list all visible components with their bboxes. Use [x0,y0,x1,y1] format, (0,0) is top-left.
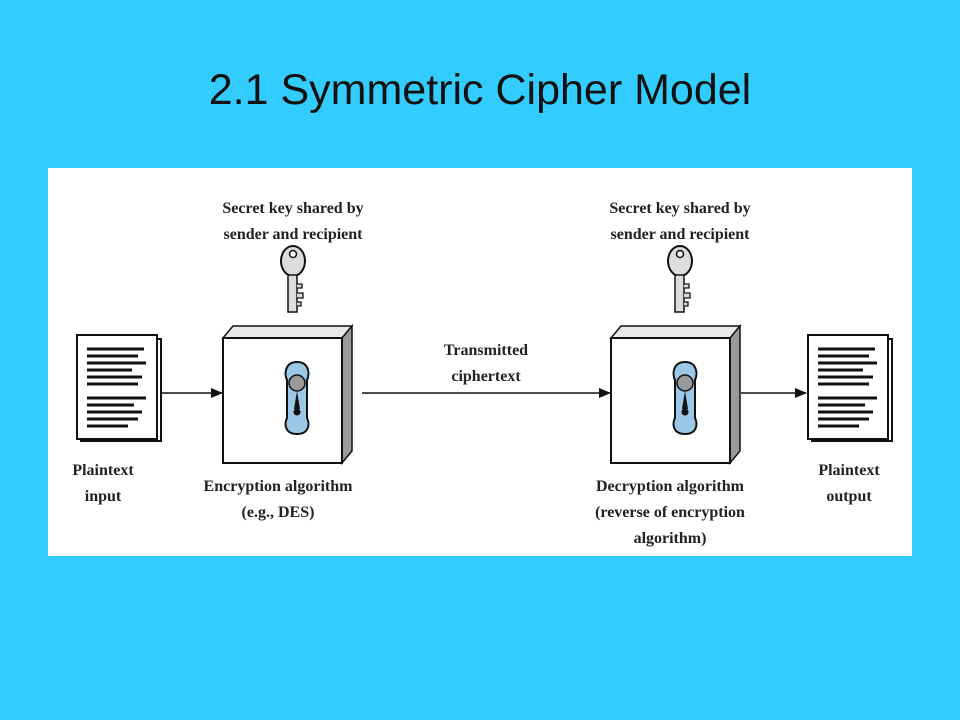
diagram-panel: Secret key shared by sender and recipien… [48,168,912,556]
decryption-box-icon [609,323,742,466]
keyhole-icon [284,360,310,436]
keyhole-icon [672,360,698,436]
slide-title: 2.1 Symmetric Cipher Model [208,66,752,114]
plaintext-output-document-icon [807,334,893,442]
decryption-algorithm-label: Decryption algorithm (reverse of encrypt… [595,478,745,547]
cipher-diagram [76,245,893,466]
encryption-algorithm-label: Encryption algorithm (e.g., DES) [203,478,353,521]
key-icon [280,245,306,313]
plaintext-output-label: Plaintext output [818,462,880,505]
plaintext-input-document-icon [76,334,162,442]
encryption-box-icon [221,323,354,466]
right-key-label: Secret key shared by sender and recipien… [609,200,751,243]
plaintext-input-label: Plaintext input [72,462,134,505]
transmitted-ciphertext-label: Transmitted ciphertext [443,342,529,385]
key-icon [667,245,693,313]
left-key-label: Secret key shared by sender and recipien… [222,200,364,243]
